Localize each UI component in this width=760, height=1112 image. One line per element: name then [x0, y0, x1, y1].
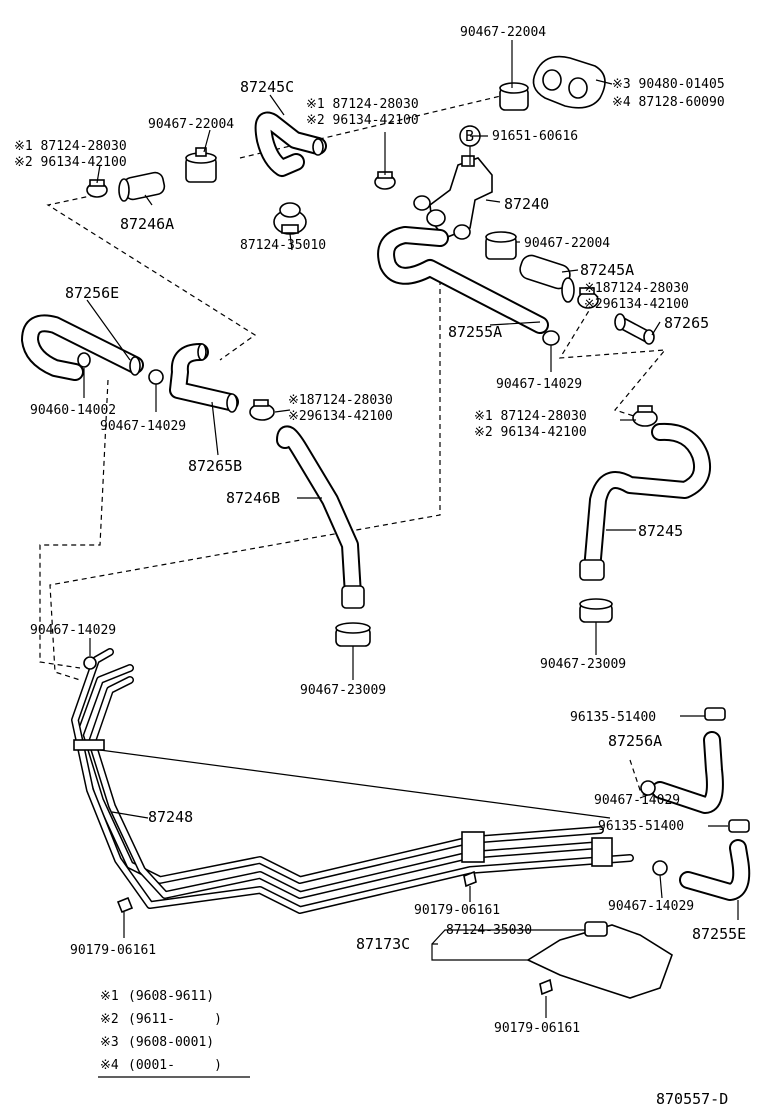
- clamp-90460-14002: [77, 352, 91, 368]
- clamp-90467-14029-top: [542, 330, 560, 346]
- label-s2-96134-42100-b: ※2 96134-42100: [14, 155, 127, 170]
- label-90467-23009-b: 90467-23009: [540, 657, 626, 672]
- label-90467-14029-b: 90467-14029: [100, 419, 186, 434]
- label-90467-14029-e: 90467-14029: [608, 899, 694, 914]
- label-s2-96134-42100-d: ※296134-42100: [288, 409, 393, 424]
- clamp-87124-28030-middle: [249, 399, 275, 421]
- label-87245A: 87245A: [580, 261, 634, 279]
- clamp-90467-23009-right: [579, 598, 613, 623]
- clamp-87124-28030-lower-right: [632, 405, 658, 427]
- hose-87246B: [276, 425, 365, 609]
- label-s1-87124-28030-a: ※1 87124-28030: [306, 97, 419, 112]
- clamp-90467-22004-right: [485, 231, 517, 260]
- leader-lines: [83, 40, 739, 1018]
- label-90467-14029-a: 90467-14029: [496, 377, 582, 392]
- label-90467-14029-c: 90467-14029: [30, 623, 116, 638]
- clip-90179-06161-bottom: [539, 978, 553, 996]
- b-marker-label: B: [465, 127, 474, 145]
- label-87246B: 87246B: [226, 489, 280, 507]
- legend: ※1 (9608-9611) ※2 (9611- ) ※3 (9608-0001…: [98, 989, 250, 1078]
- label-91651-60616: 91651-60616: [492, 129, 578, 144]
- label-87124-35030: 87124-35030: [446, 923, 532, 938]
- legend-range-2: (9611- ): [128, 1012, 222, 1027]
- hose-87245C: [254, 111, 327, 177]
- label-90467-22004-left: 90467-22004: [148, 117, 234, 132]
- legend-mark-1: ※1: [100, 989, 119, 1004]
- label-87265B: 87265B: [188, 457, 242, 475]
- clip-90179-06161-left: [116, 896, 134, 914]
- part-labels: 90467-22004 87245C ※1 87124-28030 ※2 961…: [14, 25, 746, 1108]
- legend-range-4: (0001- ): [128, 1058, 222, 1073]
- cover-87173C: [526, 921, 673, 999]
- dashed-guide-lines: [39, 94, 667, 791]
- label-s3-90480-01405: ※3 90480-01405: [612, 77, 725, 92]
- connector-87265B: [169, 343, 239, 413]
- label-s2-96134-42100-e: ※2 96134-42100: [474, 425, 587, 440]
- label-87256A: 87256A: [608, 732, 662, 750]
- label-96135-51400-a: 96135-51400: [570, 710, 656, 725]
- clamp-90467-14029-right-bottom: [652, 860, 668, 876]
- label-87240: 87240: [504, 195, 549, 213]
- pipe-assembly-87248: [71, 648, 634, 914]
- label-87173C: 87173C: [356, 935, 410, 953]
- label-90460-14002: 90460-14002: [30, 403, 116, 418]
- hose-87256A: [651, 731, 724, 814]
- legend-mark-3: ※3: [100, 1035, 119, 1050]
- label-87245: 87245: [638, 522, 683, 540]
- clamp-90467-22004-left: [185, 147, 217, 183]
- label-96135-51400-b: 96135-51400: [598, 819, 684, 834]
- grommet-90480-01405: [532, 55, 606, 109]
- clamp-87124-35010: [273, 202, 307, 235]
- label-90467-23009-a: 90467-23009: [300, 683, 386, 698]
- hose-87245: [579, 422, 712, 581]
- clip-90179-06161-center: [463, 870, 477, 888]
- hose-87246A: [118, 171, 166, 202]
- label-90179-06161-a: 90179-06161: [414, 903, 500, 918]
- label-90179-06161-c: 90179-06161: [494, 1021, 580, 1036]
- legend-range-3: (9608-0001): [128, 1035, 214, 1050]
- label-s2-96134-42100-a: ※2 96134-42100: [306, 113, 419, 128]
- clamp-87124-28030-right: [577, 287, 599, 309]
- legend-range-1: (9608-9611): [128, 989, 214, 1004]
- label-90467-14029-d: 90467-14029: [594, 793, 680, 808]
- label-87255A: 87255A: [448, 323, 502, 341]
- clamp-96135-51400-top: [704, 707, 726, 721]
- clamp-90467-22004-top: [499, 82, 529, 111]
- hose-87255A: [377, 226, 549, 334]
- label-87246A: 87246A: [120, 215, 174, 233]
- label-s1-87124-28030-e: ※1 87124-28030: [474, 409, 587, 424]
- clamp-90467-14029-left: [148, 369, 164, 385]
- label-90179-06161-b: 90179-06161: [70, 943, 156, 958]
- clamp-96135-51400-bottom: [728, 819, 750, 833]
- label-87265: 87265: [664, 314, 709, 332]
- label-90467-22004-top: 90467-22004: [460, 25, 546, 40]
- label-87245C: 87245C: [240, 78, 294, 96]
- clamp-90467-23009-left: [335, 622, 371, 647]
- connector-87265: [614, 313, 655, 345]
- hose-87245A: [519, 254, 575, 303]
- label-87255E: 87255E: [692, 925, 746, 943]
- legend-mark-4: ※4: [100, 1058, 119, 1073]
- label-90467-22004-right: 90467-22004: [524, 236, 610, 251]
- legend-mark-2: ※2: [100, 1012, 119, 1027]
- label-87256E: 87256E: [65, 284, 119, 302]
- label-s2-96134-42100-c: ※296134-42100: [584, 297, 689, 312]
- label-s1-87124-28030-d: ※187124-28030: [288, 393, 393, 408]
- label-s1-87124-28030-c: ※187124-28030: [584, 281, 689, 296]
- label-s4-87128-60090: ※4 87128-60090: [612, 95, 725, 110]
- label-87124-35010: 87124-35010: [240, 238, 326, 253]
- hose-87256E: [21, 314, 144, 381]
- water-valve-87240: [413, 155, 493, 240]
- hose-87255E: [679, 839, 751, 901]
- label-s1-87124-28030-b: ※1 87124-28030: [14, 139, 127, 154]
- diagram-id: 870557-D: [656, 1090, 728, 1108]
- label-87248: 87248: [148, 808, 193, 826]
